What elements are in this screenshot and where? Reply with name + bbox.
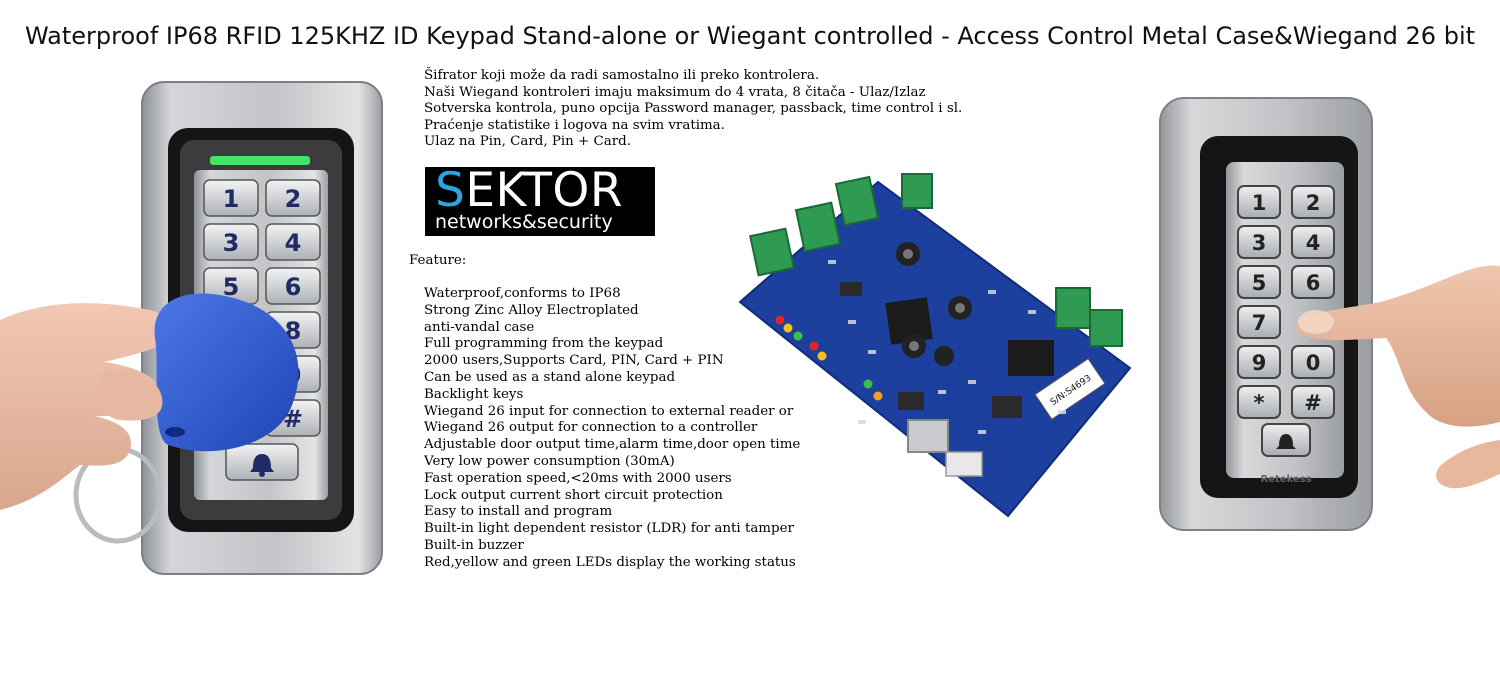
intro-line: Ulaz na Pin, Card, Pin + Card. <box>424 134 631 150</box>
intro-text: Šifrator koji može da radi samostalno il… <box>424 68 962 151</box>
feature-item: Built-in buzzer <box>424 537 524 553</box>
keypad-key: 5 <box>223 273 240 301</box>
intro-line: Praćenje statistike i logova na svim vra… <box>424 117 725 133</box>
keypad-key: 0 <box>1306 351 1321 375</box>
feature-heading: Feature: <box>409 253 467 268</box>
ethernet-jack <box>907 419 949 453</box>
feature-item: Wiegand 26 output for connection to a co… <box>424 420 758 436</box>
keypad-key: 3 <box>1252 231 1267 255</box>
feature-item: 2000 users,Supports Card, PIN, Card + PI… <box>424 353 724 369</box>
keypad-key: 7 <box>1252 311 1267 335</box>
intro-line: Naši Wiegand kontroleri imaju maksimum d… <box>424 84 926 100</box>
keypad-key: 6 <box>285 273 302 301</box>
intro-line: Šifrator koji može da radi samostalno il… <box>424 68 820 83</box>
feature-item: Waterproof,conforms to IP68 <box>424 286 621 301</box>
chips <box>840 282 1054 418</box>
feature-item: Adjustable door output time,alarm time,d… <box>424 437 801 453</box>
feature-item: Very low power consumption (30mA) <box>424 453 675 469</box>
keypad-key: 3 <box>223 229 240 257</box>
bell-icon <box>1276 434 1296 449</box>
feature-item: Built-in light dependent resistor (LDR) … <box>424 521 794 537</box>
terminal-blocks <box>749 173 1123 347</box>
feature-item: Full programming from the keypad <box>424 336 664 352</box>
logo-word-rest: EKTOR <box>465 163 624 218</box>
feature-item: Easy to install and program <box>424 504 613 520</box>
pcb-board <box>738 180 1132 518</box>
keypad-brand: Retekess <box>1260 474 1311 485</box>
logo-wordmark: SEKTOR <box>435 163 623 219</box>
keypad-key: 9 <box>1252 351 1267 375</box>
keypad-key: 1 <box>223 185 240 213</box>
status-leds <box>775 315 883 401</box>
bell-icon <box>250 454 274 472</box>
hand-right <box>1295 265 1500 427</box>
intro-line: Sotverska kontrola, puno opcija Password… <box>424 101 963 117</box>
right-keypad-photo: 1 2 3 4 5 6 7 9 0 * # Retekess <box>1159 97 1500 531</box>
feature-item: Wiegand 26 input for connection to exter… <box>424 403 794 419</box>
serial-sticker <box>1034 357 1106 421</box>
keypad-key: # <box>1304 391 1322 415</box>
feature-item: Strong Zinc Alloy Electroplated <box>424 302 639 318</box>
page-title: Waterproof IP68 RFID 125KHZ ID Keypad St… <box>24 22 1476 50</box>
sektor-logo: SEKTOR networks&security <box>425 163 655 236</box>
keypad-key: 5 <box>1252 271 1267 295</box>
hand-left <box>0 303 172 510</box>
capacitors <box>896 242 972 366</box>
feature-item: Red,yellow and green LEDs display the wo… <box>424 554 796 570</box>
keypad-key: * <box>1254 391 1265 415</box>
keypad-key: 1 <box>1252 191 1267 215</box>
logo-tagline: networks&security <box>435 211 613 233</box>
feature-item: anti-vandal case <box>424 319 535 335</box>
left-keypad-photo: 1 2 3 4 5 6 8 0 # <box>0 81 383 575</box>
feature-item: Backlight keys <box>424 386 524 402</box>
rfid-tag <box>154 293 299 452</box>
keypad-key: 6 <box>1306 271 1321 295</box>
controller-board-photo: S/N:S4693 <box>738 173 1132 518</box>
keypad-key: 2 <box>1306 191 1321 215</box>
logo-first-letter: S <box>435 163 466 218</box>
feature-item: Fast operation speed,<20ms with 2000 use… <box>424 470 732 486</box>
keypad-key: 2 <box>285 185 302 213</box>
keypad-key: 4 <box>285 229 302 257</box>
feature-item: Lock output current short circuit protec… <box>424 487 723 503</box>
feature-item: Can be used as a stand alone keypad <box>424 369 676 385</box>
keypad-key: 4 <box>1306 231 1321 255</box>
feature-list: Waterproof,conforms to IP68 Strong Zinc … <box>424 286 800 572</box>
